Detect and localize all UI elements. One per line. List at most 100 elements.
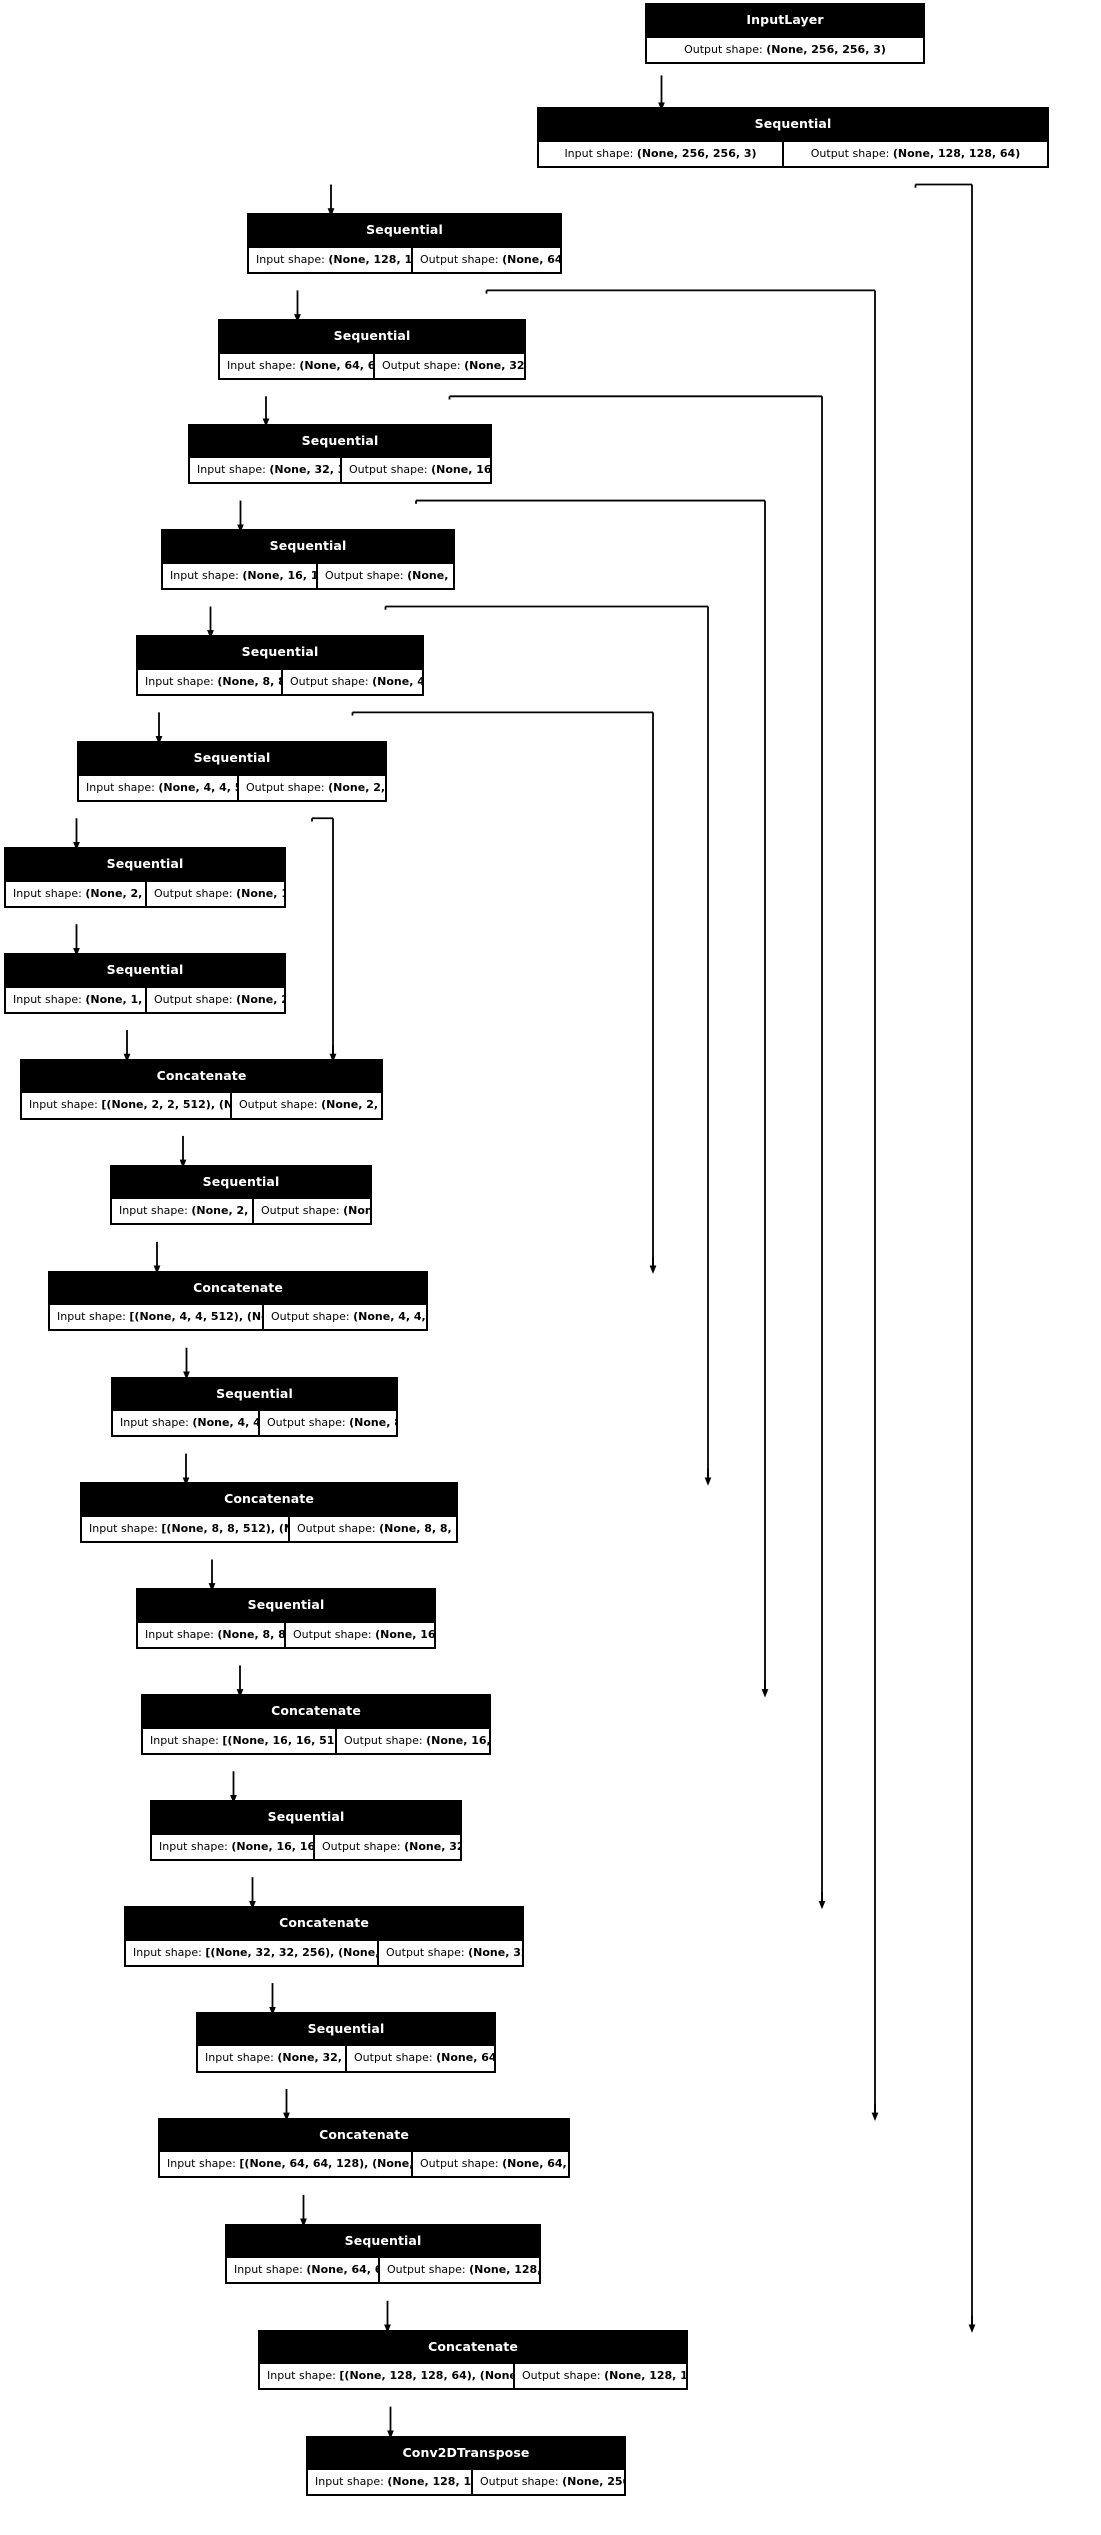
layer-type-label: Sequential: [6, 849, 284, 880]
layer-output-shape: Output shape: (None, 64, 64, 128): [420, 252, 560, 266]
layer-shape-row: Input shape: (None, 2, 2, 1024) Output sh…: [112, 1197, 370, 1224]
layer-type-label: Sequential: [79, 743, 385, 774]
layer-type-label: Sequential: [198, 2013, 494, 2045]
layer-output-shape: Output shape: (None, 16, 16, 512): [293, 1627, 434, 1641]
layer-type-label: Concatenate: [160, 2119, 568, 2151]
layer-output-shape: Output shape: (None, 128, 128, 128): [522, 2369, 686, 2383]
layer-shape-row: Input shape: (None, 64, 64, 128)Output s…: [220, 351, 524, 378]
layer-input-shape: Input shape: (None, 8, 8, 1024): [138, 1622, 286, 1647]
layer-type-label: Concatenate: [126, 1908, 522, 1939]
layer-shape-row: Input shape: (None, 4, 4, 1024)Output sh…: [113, 1409, 396, 1436]
layer-type-label: Sequential: [220, 321, 524, 352]
layer-shape-row: Input shape: (None, 16, 16, 1024) Output …: [152, 1832, 460, 1859]
layer-input-shape: Input shape: [(None, 64, 64, 128), (None…: [160, 2152, 413, 2177]
layer-output-shape: Output shape: (None, 16, 16, 512): [349, 463, 490, 477]
layer-shape-row: Input shape: [(None, 16, 16, 512), (None…: [143, 1726, 489, 1753]
layer-type-label: Sequential: [249, 215, 560, 246]
layer-input-shape: Input shape: (None, 2, 2, 1024): [112, 1199, 254, 1224]
layer-type-label: Concatenate: [82, 1484, 456, 1515]
layer-output-shape: Output shape: (None, 2, 2, 1024): [239, 1098, 381, 1112]
layer-input-shape: Input shape: (None, 16, 16, 512): [163, 563, 318, 589]
layer-output-shape: Output shape: (None, 2, 2, 512): [246, 780, 385, 794]
layer-output-shape: Output shape: (None, 16, 16, 1024): [344, 1733, 489, 1747]
layer-shape-row: Input shape: (None, 1, 1, 512) Output sha…: [6, 985, 284, 1012]
layer-output-shape: Output shape: (None, 64, 64, 256): [420, 2157, 568, 2171]
layer-output-shape: Output shape: (None, 2, 2, 512): [154, 992, 284, 1006]
layer-input-shape: Input shape: [(None, 32, 32, 256), (None…: [126, 1940, 379, 1965]
layer-input-shape: Input shape: [(None, 4, 4, 512), (None, …: [50, 1305, 264, 1330]
layer-input-shape: Input shape: [(None, 128, 128, 64), (Non…: [260, 2364, 515, 2389]
layer-output-shape: Output shape: (None, 32, 32, 512): [386, 1945, 522, 1959]
layer-shape-row: Input shape: (None, 128, 128, 64) Output …: [249, 245, 560, 272]
layer-type-label: Sequential: [138, 637, 422, 668]
layer-input-shape: Input shape: (None, 64, 64, 256): [227, 2258, 380, 2283]
layer-input-shape: Input shape: [(None, 8, 8, 512), (None, …: [82, 1516, 290, 1542]
layer-type-label: Concatenate: [50, 1272, 426, 1304]
layer-shape-row: Input shape: (None, 16, 16, 512) Output s…: [163, 561, 453, 589]
layer-input-shape: Input shape: (None, 4, 4, 512): [79, 775, 239, 800]
layer-type-label: Sequential: [227, 2225, 539, 2257]
layer-type-label: Concatenate: [143, 1696, 489, 1727]
layer-shape-row: Input shape: (None, 64, 64, 256) Output s…: [227, 2256, 539, 2283]
layer-type-label: Conv2DTranspose: [308, 2437, 624, 2469]
layer-shape-row: Input shape: (None, 32, 32, 256)Output s…: [190, 456, 490, 483]
layer-output-shape: Output shape: (None, 8, 8, 512): [325, 568, 453, 582]
layer-shape-row: Output shape: (None, 256, 256, 3): [647, 35, 923, 62]
layer-output-shape: Output shape: (None, 8, 8, 1024): [297, 1521, 456, 1535]
layer-shape-row: Input shape: [(None, 64, 64, 128), (None…: [160, 2150, 568, 2177]
layer-shape-row: Input shape: [(None, 2, 2, 512), (None, …: [22, 1091, 381, 1118]
layer-type-label: Sequential: [113, 1378, 396, 1410]
layer-output-shape: Output shape: (None, 32, 32, 256): [322, 1839, 460, 1853]
layer-input-shape: Input shape: (None, 8, 8, 512): [138, 669, 283, 694]
layer-shape-row: Input shape: (None, 32, 32, 512)Output s…: [198, 2044, 494, 2071]
layer-output-shape: Output shape: (None, 128, 128, 64): [387, 2263, 539, 2277]
layer-type-label: Sequential: [138, 1590, 434, 1621]
layer-output-shape: Output shape: (None, 1, 1, 512): [154, 886, 284, 900]
layer-output-shape: Output shape: (None, 32, 32, 256): [382, 358, 524, 372]
layer-input-shape: Input shape: (None, 32, 32, 512): [198, 2046, 347, 2071]
layer-type-label: Concatenate: [260, 2331, 686, 2363]
layer-shape-row: Input shape: (None, 128, 128, 128)Output…: [308, 2468, 624, 2495]
layer-output-shape: Output shape: (None, 4, 4, 512): [261, 1204, 370, 1218]
layer-input-shape: Input shape: (None, 2, 2, 512): [6, 881, 147, 906]
layer-input-shape: Input shape: (None, 128, 128, 64): [249, 247, 413, 272]
layer-output-shape: Output shape: (None, 4, 4, 512): [290, 674, 422, 688]
layer-input-shape: Input shape: (None, 256, 256, 3): [539, 141, 784, 167]
layer-input-shape: Input shape: (None, 16, 16, 1024): [152, 1834, 315, 1859]
layer-input-shape: Input shape: [(None, 2, 2, 512), (None, …: [22, 1093, 232, 1118]
layer-input-shape: Input shape: (None, 1, 1, 512): [6, 987, 147, 1012]
layer-shape-row: Input shape: [(None, 128, 128, 64), (Non…: [260, 2362, 686, 2389]
layer-type-label: InputLayer: [647, 5, 923, 36]
layer-output-shape: Output shape: (None, 256, 256, 3): [480, 2475, 624, 2489]
layer-shape-row: Input shape: (None, 4, 4, 512) Output sha…: [79, 773, 385, 800]
layer-type-label: Sequential: [163, 531, 453, 562]
layer-shape-row: Input shape: (None, 2, 2, 512) Output sha…: [6, 879, 284, 906]
layer-type-label: Sequential: [539, 109, 1047, 140]
layer-input-shape: Input shape: (None, 4, 4, 1024): [113, 1411, 260, 1436]
